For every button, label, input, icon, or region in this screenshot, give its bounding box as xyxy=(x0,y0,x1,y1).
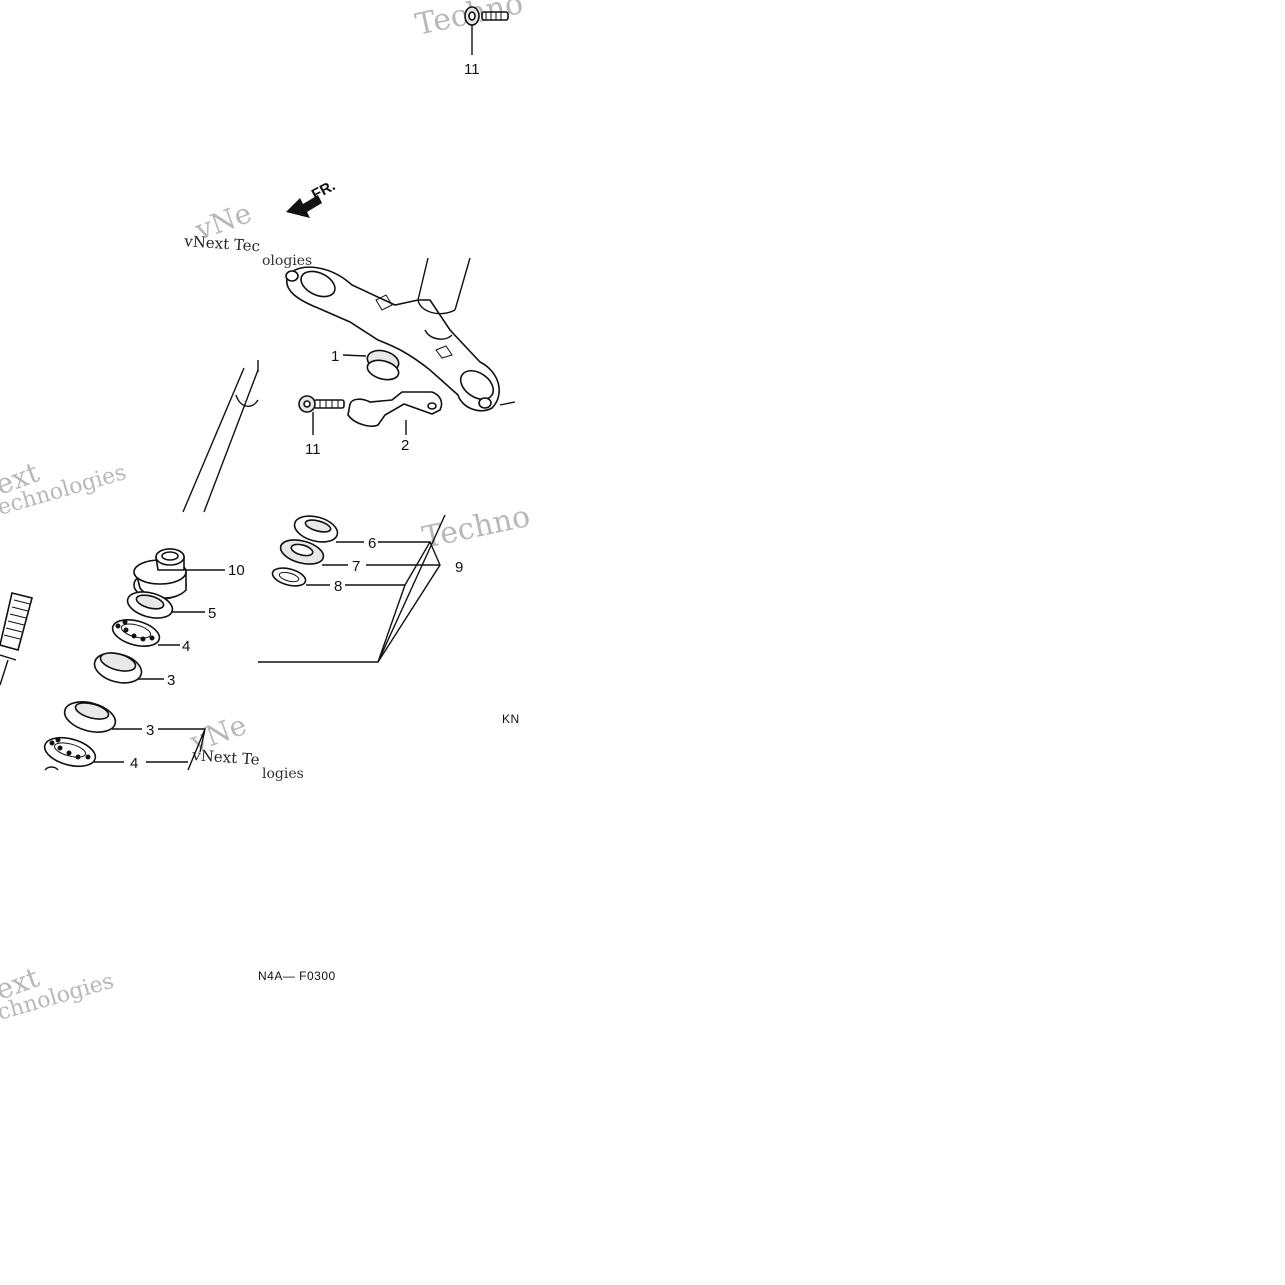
callout-6: 6 xyxy=(368,535,376,552)
ball-bearing-part-4-upper xyxy=(111,619,180,647)
watermark-text: ologies xyxy=(262,253,312,269)
steering-top-bridge xyxy=(285,257,516,412)
dust-seal-part-6 xyxy=(293,515,364,543)
bolt-11-lower xyxy=(298,395,345,435)
callout-2: 2 xyxy=(401,437,409,454)
callout-8: 8 xyxy=(334,578,342,595)
callout-3-lower: 3 xyxy=(146,722,154,739)
front-direction-arrow-icon xyxy=(286,195,322,218)
bolt-11-top xyxy=(464,6,509,55)
figure-code-left: N4A— F0300 xyxy=(258,969,336,983)
callout-9-bracket-leader xyxy=(258,541,441,663)
callout-7: 7 xyxy=(352,558,360,575)
callout-11-top: 11 xyxy=(464,61,480,78)
steering-stem xyxy=(0,360,259,686)
watermark-text: vNext Tec xyxy=(183,232,261,255)
callout-1: 1 xyxy=(331,348,339,365)
bracket-part-2 xyxy=(347,391,443,435)
callout-4-upper: 4 xyxy=(182,638,190,655)
callout-9-leader xyxy=(377,514,446,663)
callout-10: 10 xyxy=(228,562,245,579)
watermark-text: Techno xyxy=(419,499,533,556)
bearing-race-part-3-upper xyxy=(93,652,164,684)
callout-4-lower: 4 xyxy=(130,755,138,772)
callout-3-lower-leader xyxy=(158,728,207,771)
dust-seal-part-5 xyxy=(126,591,205,619)
seal-part-7 xyxy=(279,539,348,566)
callout-11-lower: 11 xyxy=(305,441,321,458)
bearing-race-part-3-lower xyxy=(63,701,142,733)
grommet-part-1 xyxy=(342,349,400,381)
watermark-text: vNext Te xyxy=(191,746,261,769)
callout-9: 9 xyxy=(455,559,463,576)
figure-code-right: KN xyxy=(502,712,520,726)
lower-part-edge xyxy=(44,766,59,771)
watermark-text: logies xyxy=(262,766,304,782)
ball-bearing-part-4-lower xyxy=(43,736,124,768)
callout-3-upper: 3 xyxy=(167,672,175,689)
washer-part-8 xyxy=(271,567,330,587)
callout-5: 5 xyxy=(208,605,216,622)
